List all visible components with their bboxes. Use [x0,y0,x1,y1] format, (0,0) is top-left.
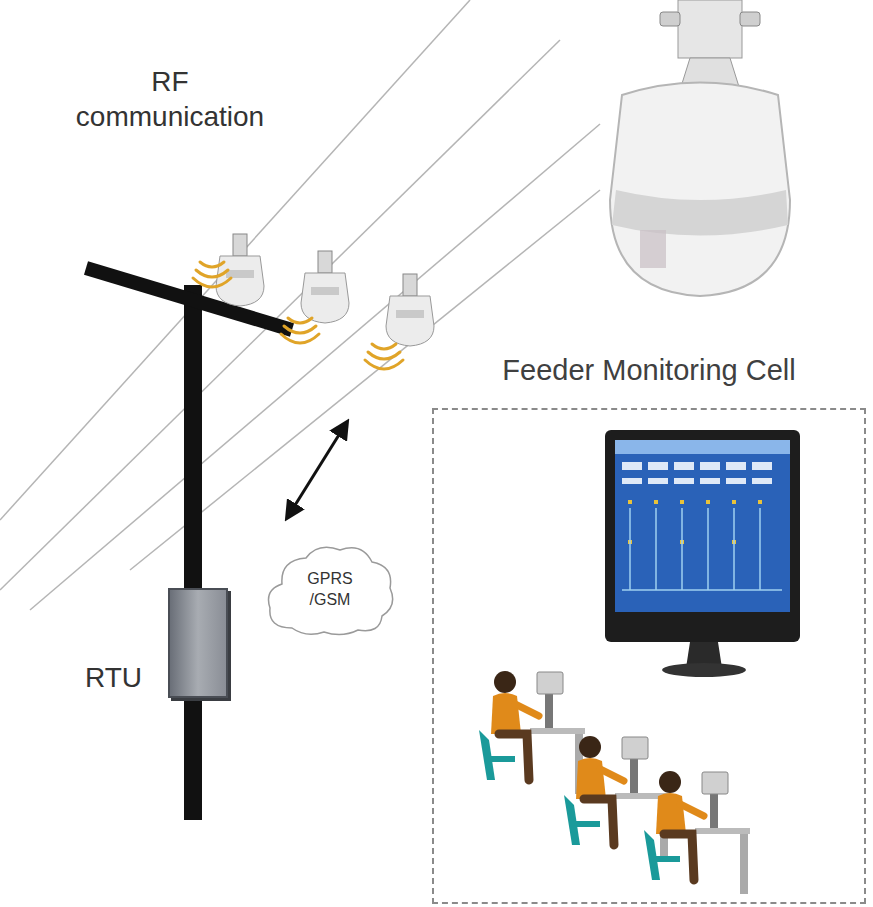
line-sensor [386,274,434,346]
operator [644,771,750,894]
operator [564,736,670,859]
panel-heading: Feeder Monitoring Cell [434,354,864,387]
monitoring-panel: Feeder Monitoring Cell [432,408,866,904]
line-sensor [216,234,264,306]
operator [479,671,585,794]
double-arrow [287,422,347,518]
utility-pole [86,268,292,820]
rf-waves [193,262,403,369]
rf-label: RF communication [70,64,270,134]
network-cloud: GPRS /GSM [262,540,398,640]
power-lines [0,0,600,610]
cloud-shape [269,547,393,634]
network-label: GPRS /GSM [298,569,362,611]
line-sensor [301,251,349,323]
rtu-label: RTU [85,662,142,694]
sensor-closeup [610,0,790,296]
monitor [605,430,800,677]
cloud-outline [262,540,398,640]
rtu-box: RTU [168,588,228,698]
